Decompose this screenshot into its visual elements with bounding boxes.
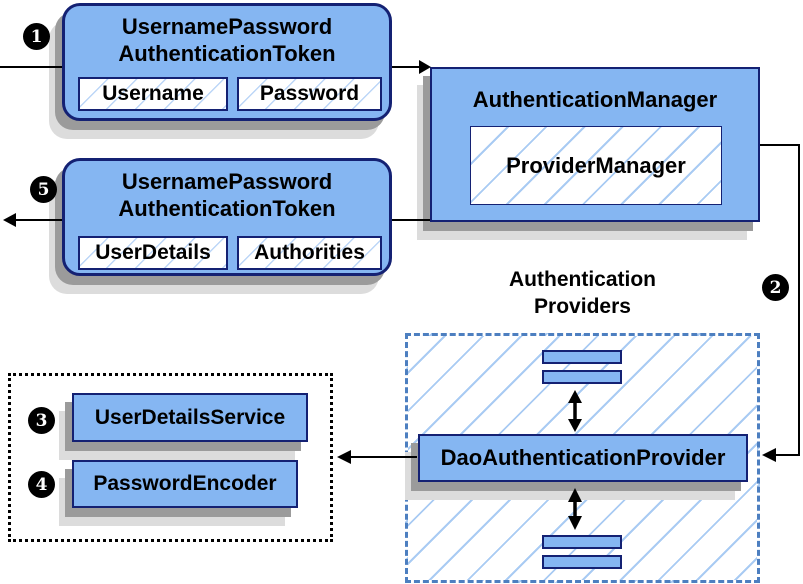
token-result-title: UsernamePassword AuthenticationToken [118, 169, 336, 221]
user-details-service-label: UserDetailsService [94, 405, 286, 429]
arrowhead-into-provider [762, 448, 776, 462]
arrowhead-result-out [3, 213, 16, 227]
step-2-badge: 2 [762, 274, 789, 301]
authentication-manager-box: AuthenticationManager ProviderManager [430, 67, 760, 222]
username-field-box: Username [78, 77, 228, 111]
authorities-field-box: Authorities [237, 236, 382, 270]
user-details-service-box: UserDetailsService [72, 393, 308, 442]
dao-authentication-provider-box: DaoAuthenticationProvider [418, 434, 748, 482]
provider-placeholder-bar [542, 555, 622, 569]
token-request-title: UsernamePassword AuthenticationToken [118, 14, 336, 66]
step-5-badge: 5 [30, 176, 57, 203]
step-1-badge: 1 [23, 23, 50, 50]
password-field-box: Password [237, 77, 382, 111]
arrowhead-into-collaborators [337, 450, 351, 464]
user-details-field-label: UserDetails [95, 241, 211, 264]
password-field-label: Password [259, 82, 360, 105]
token-request-box: UsernamePassword AuthenticationToken Use… [62, 3, 392, 121]
dao-authentication-provider-label: DaoAuthenticationProvider [440, 445, 726, 470]
authorities-field-label: Authorities [254, 241, 365, 264]
providers-heading-line2: Providers [534, 295, 631, 318]
username-field-label: Username [102, 82, 204, 105]
collaborators-group [8, 373, 333, 542]
step-3-badge: 3 [28, 407, 55, 434]
password-encoder-label: PasswordEncoder [93, 472, 277, 495]
user-details-field-box: UserDetails [78, 236, 228, 270]
step-4-badge: 4 [28, 471, 55, 498]
password-encoder-box: PasswordEncoder [72, 460, 298, 508]
provider-manager-box: ProviderManager [470, 126, 722, 205]
authentication-manager-title: AuthenticationManager [472, 87, 718, 112]
provider-placeholder-bar [542, 535, 622, 549]
providers-heading: Authentication Providers [405, 266, 760, 320]
provider-placeholder-bar [542, 370, 622, 384]
provider-placeholder-bar [542, 350, 622, 364]
providers-heading-line1: Authentication [509, 268, 656, 291]
provider-manager-label: ProviderManager [506, 152, 686, 178]
token-result-box: UsernamePassword AuthenticationToken Use… [62, 158, 392, 276]
